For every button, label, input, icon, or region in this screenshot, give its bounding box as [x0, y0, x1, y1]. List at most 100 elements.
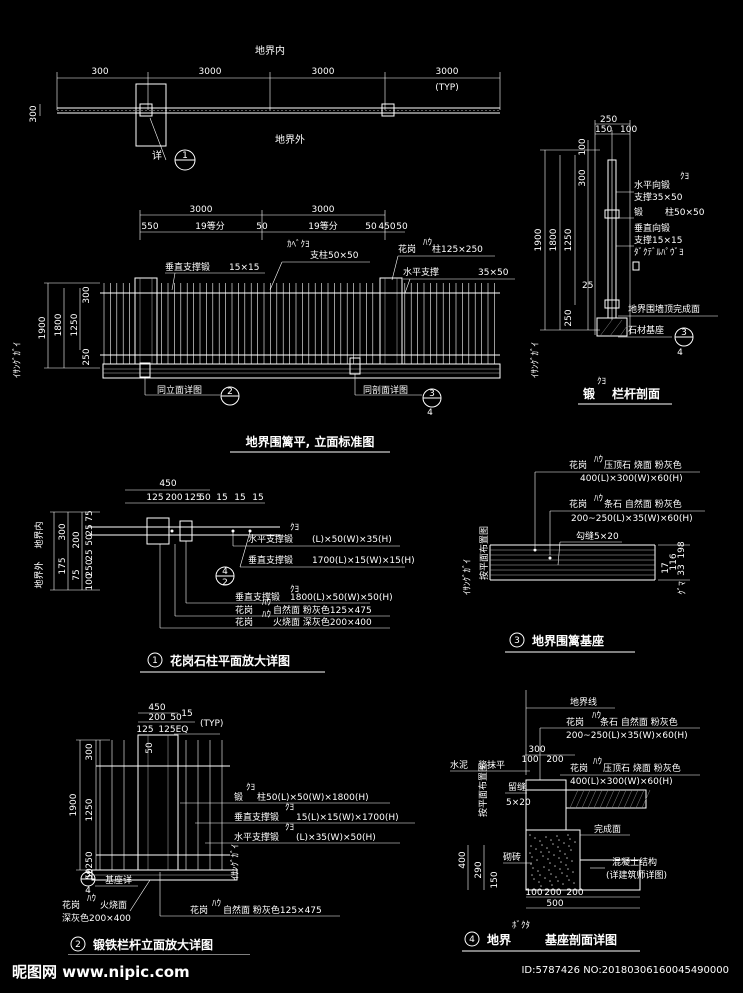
- pd-label-7: 花岗: [235, 604, 253, 616]
- concrete-dot: [561, 872, 563, 874]
- pd-top-dim-2: 125: [146, 493, 163, 503]
- re-label-7: 基座详: [105, 874, 132, 886]
- elev-granite: 花岗: [398, 243, 416, 255]
- concrete-dot: [571, 860, 573, 862]
- elev-dim-sub-2: 19等分: [195, 220, 224, 232]
- elev-dim-top-1: 3000: [190, 205, 213, 215]
- concrete-dot: [530, 863, 532, 865]
- re-title-num: 2: [75, 940, 81, 950]
- re-top-dim-7: EQ: [176, 725, 189, 735]
- base-courses: [490, 549, 655, 576]
- elevation-title: 地界围篱平, 立面标准图: [246, 434, 375, 449]
- pd-left-dim-6: 25: [85, 549, 95, 560]
- concrete-dot: [538, 881, 540, 883]
- pd-title: 花岗石柱平面放大详图: [170, 653, 290, 668]
- plan-detail-callout: 详: [152, 149, 162, 162]
- base-rdim-1: 17: [661, 562, 671, 573]
- sec-ground-label: ｲｻﾝｸﾞｶﾞｲ: [530, 342, 541, 378]
- soil-hatch: [569, 789, 651, 809]
- elev-ground-label: ｲｻﾝｸﾞｶﾞｲ: [12, 342, 23, 378]
- concrete-dot: [549, 880, 551, 882]
- pd-callout-sub: 2: [222, 578, 228, 588]
- bs-label-15: (详建筑师详图): [606, 869, 667, 881]
- bs-label-4: 200~250(L)×35(W)×60(H): [566, 731, 688, 741]
- elev-left-dim-2: 1800: [54, 313, 64, 336]
- elev-callout-right: 同剖面详图: [363, 384, 408, 396]
- concrete-dot: [573, 882, 575, 884]
- sec-title-a: 锻: [583, 386, 595, 401]
- re-sub-dim: 50: [145, 742, 155, 754]
- sec-callout-num: 3: [681, 328, 687, 338]
- rail-pickets: [99, 740, 223, 870]
- concrete-dot: [539, 874, 541, 876]
- concrete-dot: [541, 844, 543, 846]
- elev-dim-sub-1: 550: [141, 222, 158, 232]
- sec-label-6: 支撑15×15: [634, 234, 682, 246]
- bs-side-label: 按平面布置图: [477, 763, 489, 817]
- re-label-8: 花岗: [62, 899, 80, 911]
- base-rdim-4: 33: [677, 564, 687, 575]
- concrete-dot: [542, 855, 544, 857]
- concrete-dot: [530, 845, 532, 847]
- soil-hatch-line: [599, 789, 609, 809]
- base-side-label: 按平面布置图: [478, 526, 490, 580]
- concrete-dot: [560, 861, 562, 863]
- soil-hatch-line: [617, 789, 627, 809]
- bs-bot-dim-1: 100: [525, 888, 542, 898]
- base-title-num: 3: [514, 636, 520, 646]
- concrete-dot: [549, 862, 551, 864]
- bs-label-9: 400(L)×300(W)×60(H): [570, 777, 673, 787]
- pd-top-dim-5: 50: [199, 493, 211, 503]
- re-ground-label: ｲｻﾝｸﾞｶﾞｲ: [230, 844, 241, 880]
- re-top-dim-2: 200: [148, 713, 165, 723]
- concrete-dot: [529, 852, 531, 854]
- elev-callout-left-num: 2: [227, 387, 233, 397]
- concrete-dot: [557, 846, 559, 848]
- re-label-9: 火烧面: [100, 899, 127, 911]
- soil-hatch-line: [611, 789, 621, 809]
- plan-detail: 450 125 200 125 50 15 15 15 地界内 地界外 300 …: [33, 479, 415, 673]
- watermark-id: ID:5787426 NO:20180306160045490000: [521, 965, 729, 976]
- pd-label-3: 垂直支撑锻: [248, 554, 293, 566]
- concrete-dot: [553, 854, 555, 856]
- sec-callout-sub: 4: [677, 348, 683, 358]
- elev-callout-right-num: 3: [429, 389, 435, 399]
- re-left-dim-4: 250: [85, 851, 95, 868]
- concrete-dot: [537, 870, 539, 872]
- concrete-dot: [574, 841, 576, 843]
- pd-label-2: (L)×50(W)×35(H): [312, 535, 392, 545]
- concrete-dot: [550, 873, 552, 875]
- concrete-dot: [557, 880, 559, 882]
- re-kana-2: ｸﾖ: [285, 802, 294, 813]
- base-kana-2: ﾊｳ: [594, 493, 604, 504]
- pd-top-dim-4: 125: [184, 493, 201, 503]
- concrete-dot: [535, 848, 537, 850]
- bs-left-dim-1: 400: [458, 851, 468, 868]
- concrete-dot: [563, 842, 565, 844]
- sec-left-dim-7: 250: [564, 309, 574, 326]
- concrete-dot: [548, 851, 550, 853]
- bs-label-14: 混凝土结构: [612, 856, 657, 868]
- bs-title-a: 地界: [487, 932, 511, 947]
- concrete-dot: [565, 864, 567, 866]
- elev-vertical-brace-size: 15×15: [229, 263, 259, 273]
- soil-hatch-line: [641, 789, 651, 809]
- concrete-dot: [540, 851, 542, 853]
- elev-left-dim-1: 1900: [38, 316, 48, 339]
- concrete-dot: [567, 868, 569, 870]
- elev-post-label: 支柱50×50: [310, 249, 359, 261]
- plan-inside-label: 地界内: [255, 44, 285, 57]
- concrete-dot: [544, 877, 546, 879]
- re-top-dim-5: 125: [136, 725, 153, 735]
- sec-left-dim-6: 25: [582, 281, 593, 291]
- pd-kana-3: ﾊｳ: [262, 597, 272, 608]
- concrete-dot: [547, 858, 549, 860]
- sec-left-dim-5: 300: [578, 169, 588, 186]
- re-left-dim-1: 1900: [69, 793, 79, 816]
- plan-dim-3: 3000: [312, 67, 335, 77]
- bs-bot-dim-3: 200: [566, 888, 583, 898]
- elev-granite-kana: ﾊｳ: [423, 237, 433, 248]
- sec-title-kana: ｸﾖ: [597, 376, 606, 387]
- elev-post-kana: ｶﾍﾞｸﾖ: [287, 239, 310, 250]
- base-label-5: 条石 自然面 粉灰色: [604, 498, 682, 510]
